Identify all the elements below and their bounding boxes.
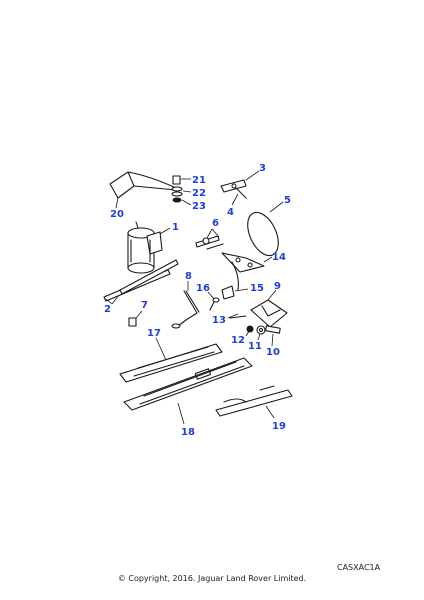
part-14-bracket: [221, 252, 273, 291]
copyright-notice: © Copyright, 2016. Jaguar Land Rover Lim…: [117, 574, 307, 583]
callout-7: 7: [141, 300, 148, 311]
diagram-reference-code: CASXAC1A: [337, 563, 381, 572]
part-5-pad: [247, 201, 284, 257]
callout-12: 12: [231, 335, 245, 346]
callout-4: 4: [227, 207, 234, 218]
callout-18: 18: [181, 427, 195, 438]
part-9-chock: [250, 289, 288, 328]
part-18-mat: [123, 357, 253, 425]
callout-21: 21: [192, 175, 206, 186]
callout-15: 15: [250, 283, 264, 294]
callout-16: 16: [196, 283, 210, 294]
part-17-mat: [119, 337, 223, 383]
callout-6: 6: [212, 218, 219, 229]
callout-3: 3: [259, 163, 266, 174]
callout-labels: 1 2 3 4 5 6 7 8 9 10 11 12 13 14 15 16 1…: [104, 163, 291, 438]
part-15-16-clip: [207, 285, 249, 311]
callout-17: 17: [147, 328, 161, 339]
callout-8: 8: [185, 271, 192, 282]
callout-14: 14: [272, 252, 286, 263]
callout-13: 13: [212, 315, 226, 326]
part-10-12-hardware: [245, 325, 281, 347]
part-3-4-tool: [220, 170, 260, 206]
part-2-handle-rods: [103, 259, 179, 305]
callout-9: 9: [274, 281, 281, 292]
callout-10: 10: [266, 347, 280, 358]
callout-23: 23: [192, 201, 206, 212]
part-20-bracket: [109, 171, 177, 209]
part-6-pins: [195, 228, 224, 250]
callout-5: 5: [284, 195, 291, 206]
callout-22: 22: [192, 188, 206, 199]
part-1-jack: [127, 221, 171, 274]
callout-20: 20: [110, 209, 124, 220]
callout-11: 11: [248, 341, 262, 352]
part-8-crank: [171, 281, 200, 329]
part-19-strap: [215, 385, 293, 419]
callout-1: 1: [172, 222, 179, 233]
callout-19: 19: [272, 421, 286, 432]
part-21-23-bolt-stack: [171, 175, 192, 206]
part-7-cap: [128, 310, 143, 327]
part-13-bolt: [227, 313, 247, 319]
callout-2: 2: [104, 304, 111, 315]
